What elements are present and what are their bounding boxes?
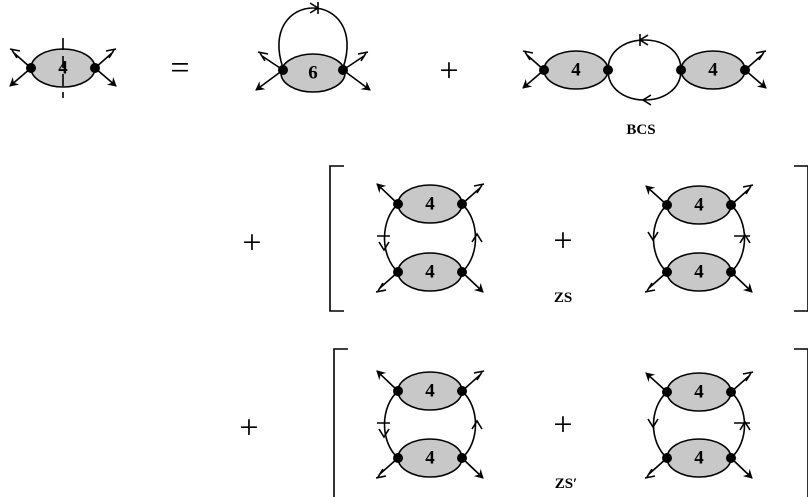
bcs-label: BCS xyxy=(626,122,655,138)
zs-bottom-left-label: 4 xyxy=(425,262,435,283)
zsp-label: ZS′ xyxy=(555,476,578,492)
zsp-top-right-label: 4 xyxy=(694,382,704,403)
zs-top-left-label: 4 xyxy=(425,194,435,215)
six-pt-vertex-label: 6 xyxy=(308,63,318,84)
plus-sign-zs: + xyxy=(553,223,572,260)
bcs-left-vertex-label: 4 xyxy=(571,60,581,81)
loop-propagator xyxy=(278,7,348,69)
term-zs-left: 4 4 xyxy=(375,183,485,293)
term-zs-right: 4 4 xyxy=(644,184,754,293)
right-bracket-zsp xyxy=(794,348,808,497)
zsp-bottom-right-label: 4 xyxy=(694,448,704,469)
term-zsp-left: 4 4 xyxy=(375,370,485,479)
term-bcs: 4 4 BCS xyxy=(522,34,767,138)
lhs-4pt-vertex: 4 xyxy=(9,38,117,98)
left-bracket-zs xyxy=(329,165,344,312)
plus-sign-1: + xyxy=(439,53,458,90)
term-6pt-loop: 6 xyxy=(255,2,371,93)
zs-top-right-label: 4 xyxy=(694,195,704,216)
plus-sign-3: + xyxy=(239,410,258,447)
equals-sign: = xyxy=(170,50,189,87)
bcs-lower-propagator xyxy=(607,69,682,101)
zs-label: ZS xyxy=(554,290,572,306)
right-bracket-zs xyxy=(794,165,808,312)
plus-sign-2: + xyxy=(242,225,261,262)
term-zsp-right: 4 4 xyxy=(644,371,754,479)
bcs-right-vertex-label: 4 xyxy=(708,60,718,81)
zs-bottom-right-label: 4 xyxy=(694,262,704,283)
bcs-upper-propagator xyxy=(607,39,682,71)
left-bracket-zsp xyxy=(333,348,348,497)
zsp-bottom-left-label: 4 xyxy=(425,448,435,469)
plus-sign-zsp: + xyxy=(553,407,572,444)
zsp-top-left-label: 4 xyxy=(425,381,435,402)
